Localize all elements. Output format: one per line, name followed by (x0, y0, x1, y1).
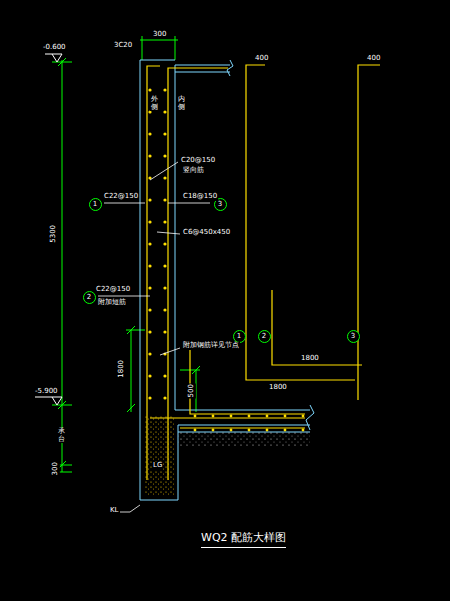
drawing-label: 竖向筋 (182, 167, 205, 175)
bar-shapes (246, 65, 380, 400)
callout-number: 1 (237, 333, 241, 340)
callout-number: 2 (262, 333, 266, 340)
callout-circle: 2 (83, 291, 96, 304)
callout-circle: 2 (258, 330, 271, 343)
drawing-title: WQ2 配筋大样图 (201, 530, 286, 548)
drawing-label: -5.900 (34, 388, 59, 396)
drawing-label: C20@150 (180, 157, 216, 165)
callout-number: 2 (87, 294, 91, 301)
drawing-label: 1800 (300, 355, 320, 363)
callout-circle: 1 (89, 198, 102, 211)
callout-number: 3 (218, 201, 222, 208)
drawing-label: 1800 (118, 359, 126, 379)
drawing-label: 300 (152, 31, 167, 39)
callout-circle: 1 (233, 330, 246, 343)
leader-lines (98, 162, 210, 512)
drawing-label: C22@150 (95, 286, 131, 294)
drawing-label: 300 (52, 461, 60, 476)
drawing-label: 3C20 (113, 42, 133, 50)
drawing-label: 附加钢筋详见节点 (182, 342, 240, 350)
drawing-label: 400 (254, 55, 269, 63)
concrete-outline (140, 60, 314, 500)
rebar (147, 66, 305, 480)
dimension-lines (52, 36, 200, 472)
drawing-label: 内侧 (177, 96, 186, 111)
callout-number: 1 (93, 201, 97, 208)
callout-circle: 3 (347, 330, 360, 343)
drawing-label: KL (109, 507, 120, 515)
drawing-label: C18@150 (182, 193, 218, 201)
drawing-label: 附加短筋 (97, 299, 127, 307)
drawing-label: 500 (188, 383, 196, 398)
drawing-label: 1800 (268, 384, 288, 392)
callout-number: 3 (351, 333, 355, 340)
drawing-label: 400 (366, 55, 381, 63)
drawing-label: 5300 (50, 224, 58, 244)
drawing-label: C6@450x450 (182, 229, 231, 237)
drawing-label: C22@150 (103, 193, 139, 201)
drawing-label: 承台 (57, 428, 66, 443)
drawing-label: 外侧 (150, 96, 159, 111)
drawing-label: -0.600 (42, 44, 67, 52)
drawing-label: LG (152, 462, 163, 470)
